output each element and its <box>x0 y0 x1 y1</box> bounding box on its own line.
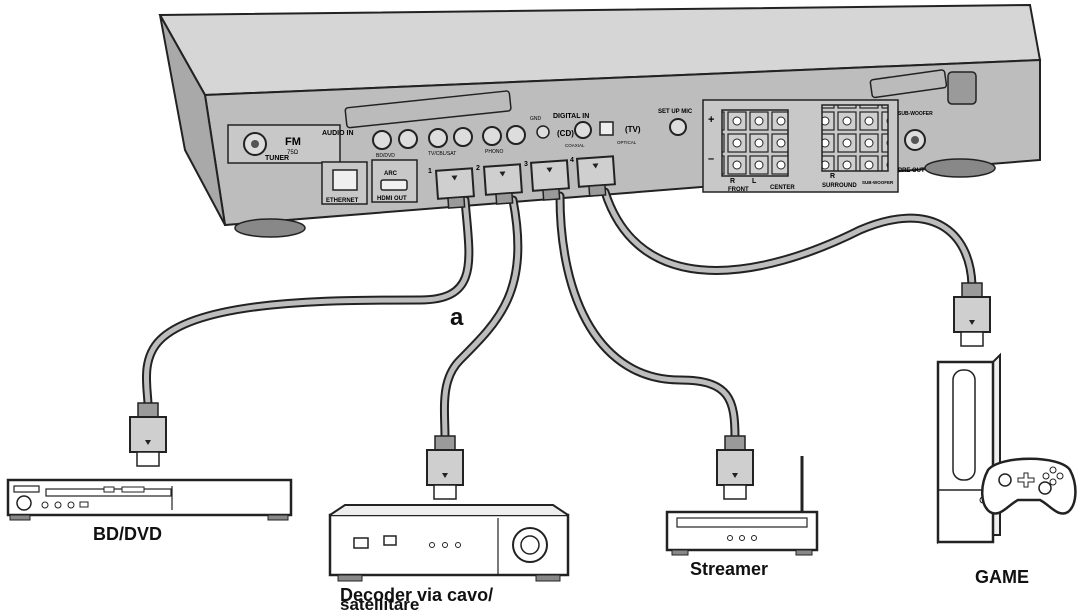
hdmi-plug <box>426 435 464 500</box>
game-label: GAME <box>975 567 1029 587</box>
audio-in-label: AUDIO IN <box>322 130 354 137</box>
callout-a: a <box>450 304 464 331</box>
sub-woofer-terminal-label: SUB-WOOFER <box>862 180 894 185</box>
cable-satellite-decoder <box>328 504 570 582</box>
pre-out-label: PRE OUT <box>898 168 925 174</box>
cd-label: (CD) <box>557 129 574 138</box>
digital-in-label: DIGITAL IN <box>553 113 589 120</box>
hdmi-in-3-label: 3 <box>524 161 528 168</box>
tuner-label: TUNER <box>265 155 289 162</box>
optical-label: OPTICAL <box>617 140 637 145</box>
hdmi-plug <box>575 155 616 197</box>
bd-dvd-input-label: BD/DVD <box>376 153 395 159</box>
hdmi-plug <box>716 435 754 500</box>
wifi-antenna <box>869 69 948 99</box>
coaxial-label: COAXIAL <box>565 143 585 148</box>
ethernet-label: ETHERNET <box>326 198 359 204</box>
hdmi-plug <box>953 282 991 347</box>
receiver-side-plugs <box>434 155 616 209</box>
hdmi-cable-streamer-fill <box>557 193 738 441</box>
hdmi-in-2-label: 2 <box>476 165 480 172</box>
optical-jack <box>599 121 614 136</box>
sub-woofer-label: SUB-WOOFER <box>898 111 933 117</box>
bd-dvd-label: BD/DVD <box>93 524 163 544</box>
arc-label: ARC <box>384 171 398 177</box>
receiver-foot <box>924 158 996 178</box>
surround-label: SURROUND <box>822 183 857 189</box>
receiver-side-panel <box>159 14 226 226</box>
streamer-label: Streamer <box>690 559 769 579</box>
device-side-plugs <box>129 282 991 500</box>
decoder-label-line2: satellitare <box>340 595 420 614</box>
front-center-terminals <box>721 109 789 177</box>
hdmi-cable-decoder-fill <box>441 197 521 441</box>
l-label: L <box>752 178 757 185</box>
hdmi-out-label: HDMI OUT <box>377 196 407 202</box>
hdmi-plug <box>529 159 570 201</box>
hdmi-out-port <box>380 179 408 191</box>
rca-jacks <box>372 125 526 150</box>
av-receiver: FM 75Ω TUNER AUDIO IN BD/DVD TV/CBL/SAT … <box>158 3 1042 238</box>
hdmi-cable-bd-fill <box>143 197 472 408</box>
r2-label: R <box>830 173 835 180</box>
gnd-label: GND <box>530 116 542 122</box>
power-inlet <box>947 71 977 105</box>
front-label: FRONT <box>728 187 749 193</box>
hdmi-cables <box>141 187 977 443</box>
center-label: CENTER <box>770 185 795 191</box>
hdmi-in-1-label: 1 <box>428 168 432 175</box>
hdmi-plug <box>482 163 523 205</box>
fm-label: FM <box>285 136 301 148</box>
receiver-foot <box>234 218 306 238</box>
gnd-terminal <box>536 125 550 139</box>
r-label: R <box>730 178 735 185</box>
gamepad <box>981 457 1077 515</box>
minus-label: – <box>708 153 714 165</box>
phono-input-label: PHONO <box>485 149 503 155</box>
plus-label: + <box>708 114 714 126</box>
wifi-antenna <box>344 90 512 129</box>
fm-ohm-label: 75Ω <box>287 150 299 156</box>
bd-dvd-player <box>6 478 293 521</box>
decoder-label-line1: Decoder via cavo/ <box>340 585 494 605</box>
hdmi-plug <box>434 167 475 209</box>
hdmi-plug <box>129 402 167 467</box>
setup-mic-jack <box>669 118 687 136</box>
streamer-device <box>665 456 819 556</box>
tv-sat-input-label: TV/CBL/SAT <box>428 151 456 157</box>
surround-terminals <box>821 104 889 172</box>
hdmi-cable-game <box>600 187 977 290</box>
hdmi-in-4-label: 4 <box>570 157 574 164</box>
game-console <box>936 352 1001 545</box>
setup-mic-label: SET UP MIC <box>658 109 693 115</box>
tv-label: (TV) <box>625 125 641 134</box>
hdmi-cable-game-fill <box>602 189 975 288</box>
ethernet-port <box>332 169 358 191</box>
coaxial-jack <box>574 121 592 139</box>
